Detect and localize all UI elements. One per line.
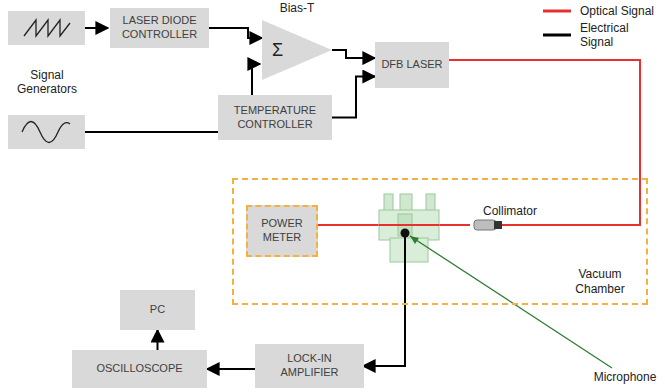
process-box: LASER DIODE CONTROLLER xyxy=(110,8,209,48)
signal-connector xyxy=(332,50,375,58)
legend-line xyxy=(542,6,574,16)
photoacoustic-cell xyxy=(379,194,439,262)
power-meter: POWER METER xyxy=(246,205,318,257)
legend-row: Optical Signal xyxy=(542,4,654,18)
group-label: Signal Generators xyxy=(4,68,90,97)
legend-label: Electrical Signal xyxy=(580,21,665,49)
part-label: Microphone xyxy=(590,370,660,384)
process-box: TEMPERATURE CONTROLLER xyxy=(218,95,332,140)
leader-arrow xyxy=(410,236,419,244)
sawtooth-icon xyxy=(24,20,70,36)
sine-icon xyxy=(22,122,70,143)
vacuum-chamber: Vacuum Chamber POWER METER xyxy=(232,178,648,305)
signal-wire xyxy=(363,235,405,366)
signal-connector xyxy=(332,77,375,118)
node-label: PC xyxy=(150,303,165,317)
legend-line xyxy=(542,30,574,40)
signal-connector xyxy=(209,28,262,38)
node-label: POWER METER xyxy=(253,217,311,245)
collimator-tip xyxy=(494,221,502,229)
node-label: OSCILLOSCOPE xyxy=(96,362,182,376)
legend-row: Electrical Signal xyxy=(542,21,665,49)
heading: Bias-T xyxy=(252,1,342,16)
process-box: OSCILLOSCOPE xyxy=(72,350,207,388)
signal-generator xyxy=(8,115,85,149)
signal-wire xyxy=(85,27,108,29)
process-box: DFB LASER xyxy=(375,42,449,88)
process-box: LOCK-IN AMPLIFIER xyxy=(255,344,364,388)
node-label: Vacuum Chamber xyxy=(564,267,636,297)
collimator-icon xyxy=(474,220,496,230)
legend-label: Optical Signal xyxy=(580,4,654,18)
node-label: DFB LASER xyxy=(381,58,442,72)
signal-generator xyxy=(8,11,85,45)
node-label: LOCK-IN AMPLIFIER xyxy=(261,352,358,380)
node-label: Σ xyxy=(272,39,283,61)
microphone-dot xyxy=(401,229,410,238)
process-box: PC xyxy=(120,290,195,330)
signal-connector xyxy=(157,330,159,350)
bias-t-summer: Bias-TΣ xyxy=(262,20,332,80)
optical-beam xyxy=(316,224,470,226)
node-label: LASER DIODE CONTROLLER xyxy=(116,14,203,42)
signal-connector xyxy=(207,368,255,370)
optical-beam xyxy=(379,224,439,226)
leader-line xyxy=(410,236,612,368)
part-label: Collimator xyxy=(478,204,542,218)
optical-fiber xyxy=(445,60,640,225)
node-label: TEMPERATURE CONTROLLER xyxy=(224,104,326,132)
